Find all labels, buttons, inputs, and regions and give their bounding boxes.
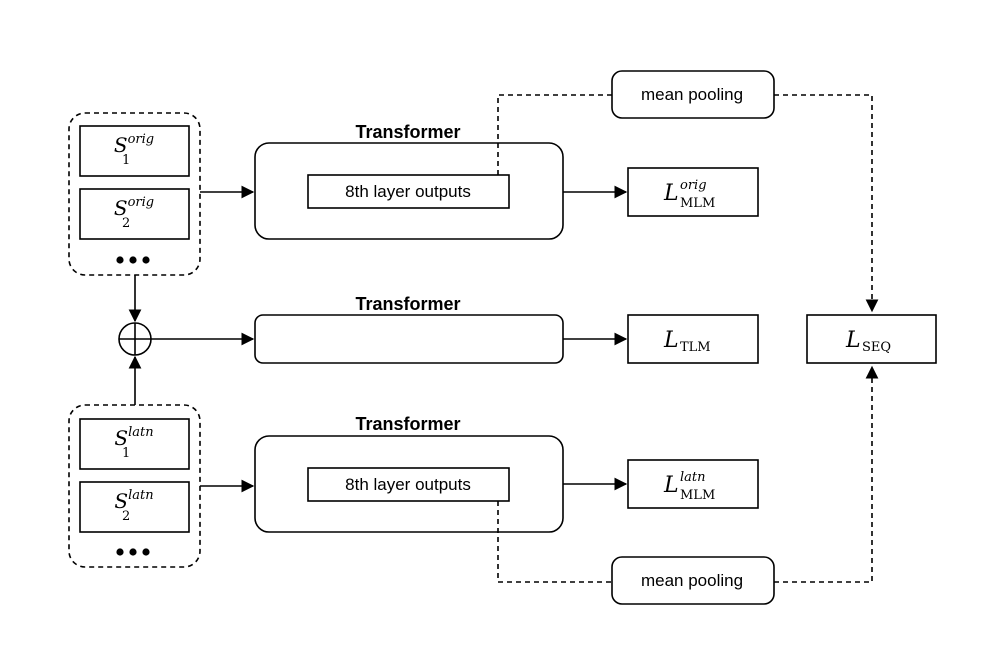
loss-mlm-latn-sup: latn — [680, 470, 706, 485]
latn-input-s2-sub: 2 — [122, 509, 130, 524]
transformer-middle-box — [254, 314, 564, 364]
layer-outputs-top-label: 8th layer outputs — [345, 182, 471, 201]
orig-input-s1-sub: 1 — [122, 153, 130, 168]
loss-mlm-orig-sub: MLM — [680, 196, 715, 211]
transformer-top-title: Transformer — [355, 122, 460, 142]
loss-seq-label: L — [845, 328, 861, 353]
latn-input-s2-box — [79, 481, 190, 533]
layer-outputs-top-box — [307, 174, 510, 209]
latn-input-group: Slatn 1 Slatn 2 — [68, 404, 201, 568]
mean-pooling-bottom-box — [611, 556, 775, 605]
orig-input-s2-sub: 2 — [122, 216, 130, 231]
layer-outputs-bottom-label: 8th layer outputs — [345, 475, 471, 494]
layer-outputs-bottom-box — [307, 467, 510, 502]
mean-pooling-top-label: mean pooling — [641, 85, 743, 104]
loss-tlm-box — [627, 314, 759, 364]
orig-ellipsis-dots — [116, 256, 150, 264]
dashed-layer-to-pooling-bottom — [497, 501, 612, 583]
transformer-middle-title: Transformer — [355, 294, 460, 314]
latn-ellipsis-dots — [116, 548, 150, 556]
concat-operator — [118, 322, 152, 356]
loss-mlm-latn-label: L — [663, 473, 679, 498]
orig-input-s1-box — [79, 125, 190, 177]
loss-seq-sub: SEQ — [862, 340, 891, 355]
loss-mlm-orig-box — [627, 167, 759, 217]
loss-seq-box — [806, 314, 937, 364]
loss-mlm-latn-sub: MLM — [680, 488, 715, 503]
loss-mlm-latn-box — [627, 459, 759, 509]
latn-input-s1-sub: 1 — [122, 446, 130, 461]
orig-input-s2-box — [79, 188, 190, 240]
dashed-pooling-bottom-to-seq — [774, 365, 879, 583]
latn-input-s1-box — [79, 418, 190, 470]
dashed-layer-to-pooling-top — [497, 94, 612, 175]
loss-tlm-label: L — [663, 328, 679, 353]
orig-input-s1-label: Sorig — [114, 132, 154, 157]
orig-input-group: Sorig 1 Sorig 2 — [68, 112, 201, 276]
mean-pooling-bottom-label: mean pooling — [641, 571, 743, 590]
orig-input-s2-label: Sorig — [114, 195, 154, 220]
connectors — [128, 94, 879, 583]
latn-input-s2-label: Slatn — [114, 488, 153, 513]
transformer-bottom-title: Transformer — [355, 414, 460, 434]
loss-tlm-sub: TLM — [680, 340, 711, 355]
loss-mlm-orig-label: L — [663, 181, 679, 206]
latn-input-s1-label: Slatn — [114, 425, 153, 450]
dashed-pooling-top-to-seq — [774, 94, 879, 313]
loss-mlm-orig-sup: orig — [680, 178, 707, 193]
